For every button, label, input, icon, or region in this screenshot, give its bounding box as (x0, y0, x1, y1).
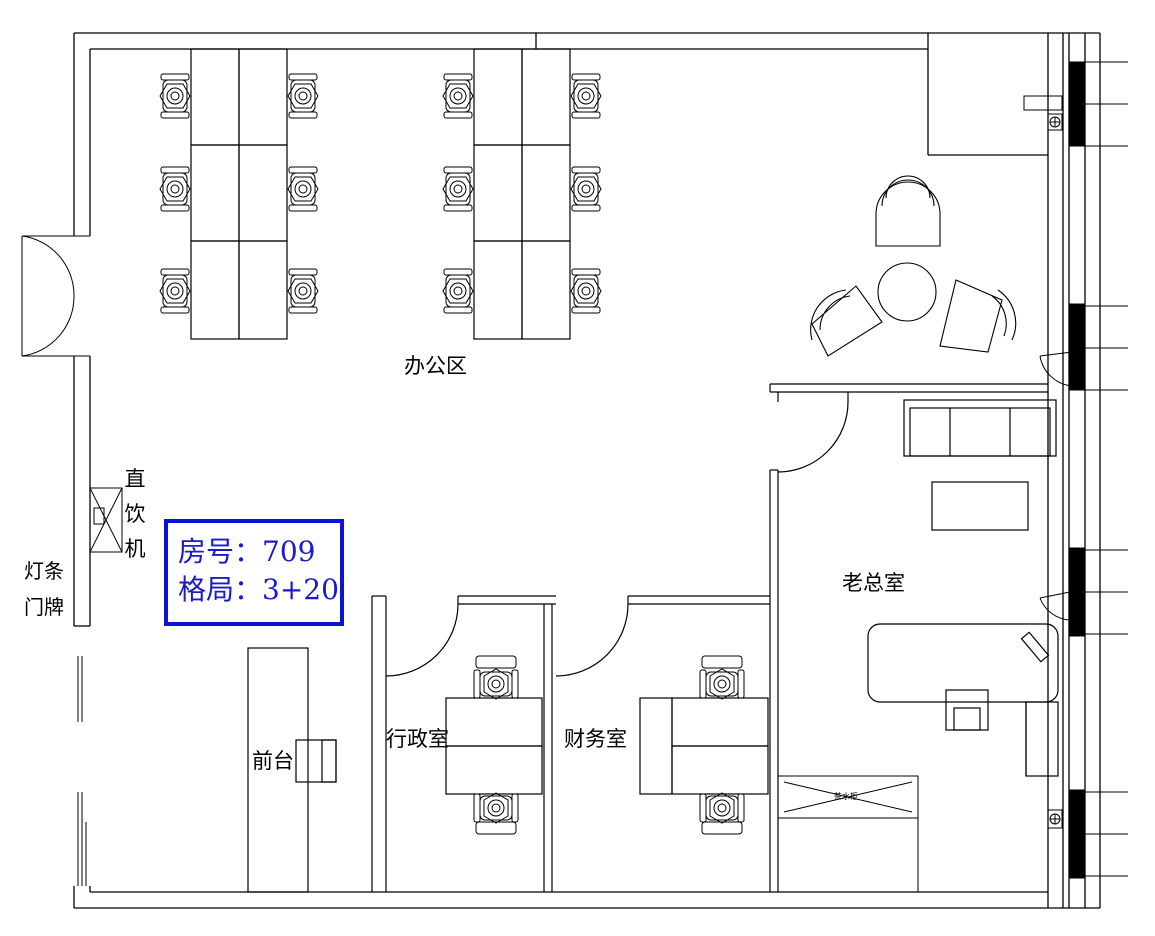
tea-cabinet (777, 775, 919, 892)
boss-room-label: 老总室 (842, 571, 905, 595)
outer-walls (73, 32, 1101, 909)
boss-room-walls (769, 383, 1048, 892)
window-columns (1069, 61, 1128, 879)
reception-label: 前台 (252, 749, 294, 773)
room-chairs (473, 655, 745, 835)
finance-room (555, 595, 770, 795)
boss-room-sofa (903, 399, 1057, 531)
workstations-group-left (190, 48, 288, 340)
room-info-box: 房号：709 格局：3+20 (164, 519, 344, 626)
left-glass-lines (77, 656, 87, 886)
boss-room-desk (867, 623, 1059, 777)
light-sign-label: 灯条门牌 (24, 559, 64, 619)
office-chairs (159, 73, 602, 314)
room-layout: 格局：3+20 (178, 573, 339, 606)
room-number: 房号：709 (178, 535, 316, 568)
water-dispenser-symbol (89, 487, 123, 553)
admin-room (371, 595, 556, 892)
tea-cabinet-label: 茶水柜 (834, 792, 858, 801)
water-dispenser-label: 直饮机 (124, 467, 146, 561)
office-area-label: 办公区 (404, 354, 467, 378)
reception-desk (247, 647, 337, 893)
lounge-set (810, 175, 1017, 357)
electrical-symbols (1023, 95, 1063, 829)
entrance-door-left (21, 235, 90, 357)
boss-room-side-doors (1039, 351, 1073, 621)
finance-room-label: 财务室 (564, 727, 627, 751)
workstations-group-mid (473, 48, 571, 340)
admin-room-label: 行政室 (386, 727, 449, 751)
